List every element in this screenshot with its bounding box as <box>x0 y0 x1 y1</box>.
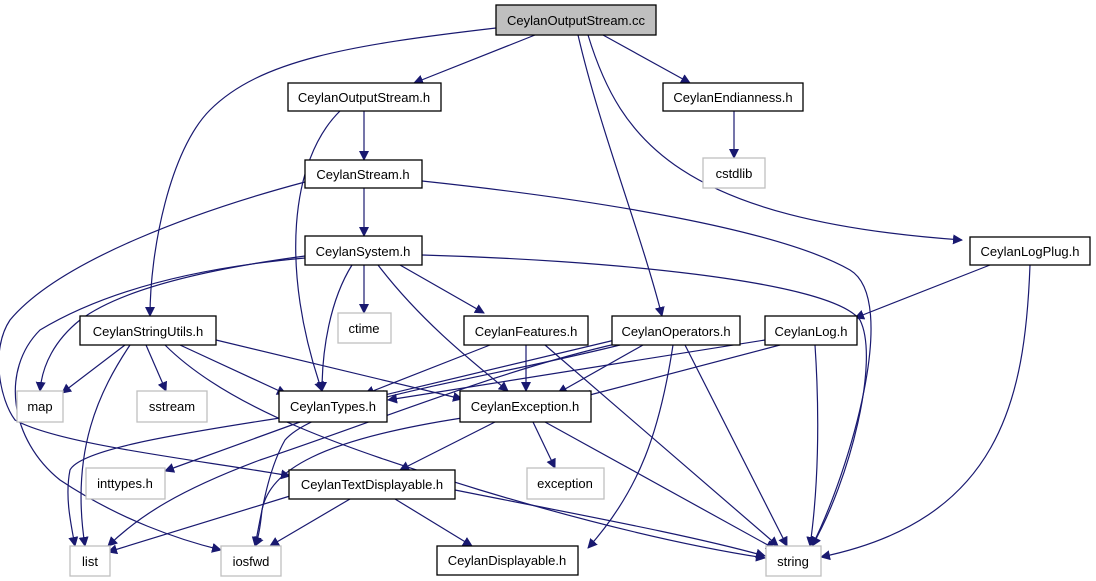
edge-system-types <box>317 264 353 392</box>
node-cstdlib[interactable]: cstdlib <box>702 157 766 189</box>
node-label: iosfwd <box>233 554 270 569</box>
edge-operators-list <box>107 342 621 547</box>
edge-stringutils-types <box>179 344 287 395</box>
node-ceylan-string-utils-h[interactable]: CeylanStringUtils.h <box>79 315 217 346</box>
dependency-edges <box>0 27 1031 562</box>
edge-stringutils-list <box>78 344 131 547</box>
edge-exception-exception <box>532 421 556 469</box>
node-ceylan-operators-h[interactable]: CeylanOperators.h <box>611 315 741 346</box>
node-label: CeylanDisplayable.h <box>448 553 567 568</box>
node-label: CeylanOutputStream.cc <box>507 13 646 28</box>
edge-operators-iosfwd <box>251 344 621 547</box>
edge-exception-textdisplayable <box>399 421 496 471</box>
edge-root-outputstream <box>413 34 536 85</box>
edge-system-exception <box>377 264 509 392</box>
node-label: CeylanStringUtils.h <box>93 324 204 339</box>
edge-system-iosfwd <box>14 257 306 553</box>
node-ceylan-output-stream-cc[interactable]: CeylanOutputStream.cc <box>495 4 657 36</box>
node-label: CeylanFeatures.h <box>475 324 578 339</box>
node-map[interactable]: map <box>16 390 64 423</box>
node-label: string <box>777 554 809 569</box>
node-ctime[interactable]: ctime <box>337 312 392 344</box>
edge-stringutils-exception <box>215 339 463 402</box>
edge-types-inttypes <box>164 421 301 473</box>
edge-root-endianness <box>602 34 691 84</box>
node-label: CeylanLog.h <box>775 324 848 339</box>
edge-stringutils-sstream <box>145 344 167 392</box>
node-ceylan-displayable-h[interactable]: CeylanDisplayable.h <box>436 545 579 576</box>
edge-outputstream-types <box>295 110 341 392</box>
node-label: CeylanStream.h <box>316 167 409 182</box>
node-label: CeylanTypes.h <box>290 399 376 414</box>
node-label: CeylanOutputStream.h <box>298 90 430 105</box>
node-iosfwd[interactable]: iosfwd <box>220 545 282 577</box>
edge-root-stringutils <box>145 27 497 317</box>
node-string[interactable]: string <box>765 545 822 577</box>
node-label: CeylanSystem.h <box>316 244 411 259</box>
edge-exception-string <box>544 421 776 550</box>
node-label: ctime <box>348 321 379 336</box>
edge-textdisplayable-string <box>454 489 766 559</box>
node-label: CeylanEndianness.h <box>673 90 792 105</box>
edge-log-types <box>387 339 766 404</box>
node-ceylan-log-h[interactable]: CeylanLog.h <box>764 315 858 346</box>
edge-stringutils-map <box>61 344 126 394</box>
node-ceylan-endianness-h[interactable]: CeylanEndianness.h <box>662 82 804 112</box>
edge-logplug-string <box>820 264 1031 561</box>
edge-log-exception <box>581 344 781 400</box>
node-ceylan-exception-h[interactable]: CeylanException.h <box>459 390 592 423</box>
node-ceylan-types-h[interactable]: CeylanTypes.h <box>278 390 388 423</box>
node-label: sstream <box>149 399 195 414</box>
node-label: CeylanTextDisplayable.h <box>301 477 443 492</box>
node-label: exception <box>537 476 593 491</box>
node-label: CeylanOperators.h <box>621 324 730 339</box>
edge-exception-iosfwd <box>254 417 463 547</box>
edge-stringutils-string <box>164 344 766 562</box>
edge-stream-textdisplayable <box>0 181 306 480</box>
edge-operators-displayable <box>587 344 674 549</box>
node-ceylan-log-plug-h[interactable]: CeylanLogPlug.h <box>969 236 1091 266</box>
edge-textdisplayable-displayable <box>394 498 473 547</box>
node-ceylan-system-h[interactable]: CeylanSystem.h <box>304 235 423 266</box>
node-label: CeylanException.h <box>471 399 579 414</box>
node-sstream[interactable]: sstream <box>136 390 208 423</box>
edge-operators-exception <box>557 344 644 394</box>
node-ceylan-features-h[interactable]: CeylanFeatures.h <box>463 315 589 346</box>
node-label: CeylanLogPlug.h <box>980 244 1079 259</box>
node-ceylan-stream-h[interactable]: CeylanStream.h <box>304 159 423 189</box>
node-ceylan-output-stream-h[interactable]: CeylanOutputStream.h <box>287 82 442 112</box>
node-ceylan-text-displayable-h[interactable]: CeylanTextDisplayable.h <box>288 469 456 500</box>
edge-logplug-log <box>854 264 991 320</box>
node-label: cstdlib <box>716 166 753 181</box>
edge-features-string <box>544 344 779 547</box>
node-label: map <box>27 399 52 414</box>
edge-features-types <box>364 344 491 396</box>
edge-operators-types <box>375 339 616 400</box>
edge-log-string <box>806 344 819 547</box>
node-list[interactable]: list <box>69 545 111 577</box>
node-label: list <box>82 554 98 569</box>
edge-system-features <box>399 264 485 314</box>
edge-operators-string <box>684 344 788 547</box>
node-inttypes-h[interactable]: inttypes.h <box>85 467 166 500</box>
edge-stream-string <box>421 180 872 547</box>
edge-types-list <box>67 417 281 547</box>
edge-textdisplayable-iosfwd <box>269 498 351 547</box>
node-label: inttypes.h <box>97 476 153 491</box>
node-exception[interactable]: exception <box>526 467 605 500</box>
edge-textdisplayable-list <box>107 495 291 555</box>
edge-system-string <box>421 254 867 547</box>
edge-root-operators <box>577 34 665 317</box>
edge-root-logplug <box>587 34 963 245</box>
